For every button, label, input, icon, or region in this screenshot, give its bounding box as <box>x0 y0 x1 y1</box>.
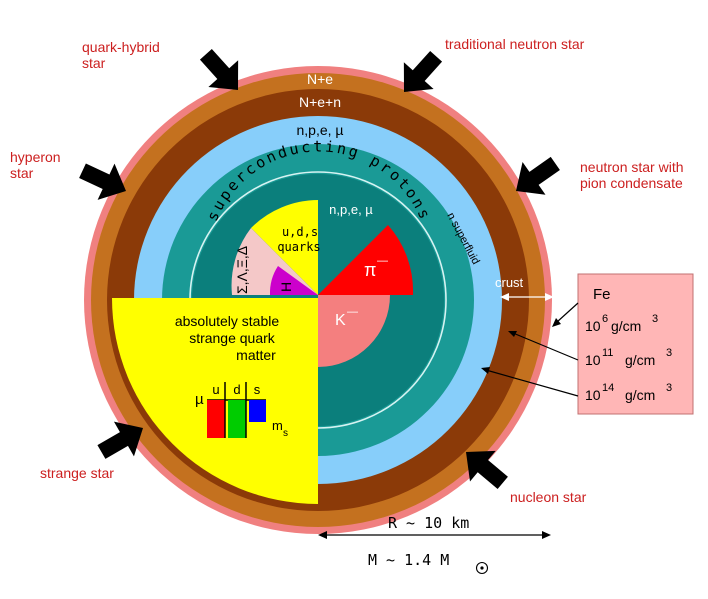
label-strange: strange star <box>40 465 114 481</box>
h-dibaryon-sector <box>269 266 318 295</box>
quark-sector <box>251 200 318 295</box>
density-row-3-unit-exp: 3 <box>666 382 672 394</box>
mu-label: µ <box>195 391 204 408</box>
label-pion-2: pion condensate <box>580 175 683 191</box>
label-kaon-minus: — <box>347 306 358 318</box>
label-quark-hybrid-2: star <box>82 55 106 71</box>
kaon-sector <box>318 295 390 367</box>
quark-flavor-chart: µ u d s m s <box>195 382 288 439</box>
arrow-pion <box>516 156 560 195</box>
label-traditional: traditional neutron star <box>445 36 585 52</box>
star-type-arrows <box>79 48 560 489</box>
mass-label: M ~ 1.4 M <box>368 551 449 569</box>
star-type-labels: quark-hybrid star traditional neutron st… <box>10 36 684 505</box>
density-pointers <box>485 302 579 397</box>
radius-arrow-left <box>318 531 327 539</box>
pointer-fe-head <box>552 318 561 327</box>
pointer-1e11 <box>512 332 579 361</box>
density-row-2-exp: 11 <box>602 347 613 359</box>
strange-matter-text: absolutely stable strange quark matter <box>175 313 280 363</box>
label-pi: π <box>364 260 376 280</box>
sun-symbol-icon <box>475 561 489 575</box>
ms-label: m <box>272 418 283 433</box>
core-sectors <box>231 200 414 367</box>
pointer-1e14 <box>485 369 579 397</box>
label-npe-mu-inner: n,p,e, µ <box>329 202 373 217</box>
density-box-bg <box>577 273 694 415</box>
label-hyperons: Σ,Λ,Ξ,Δ <box>234 246 250 294</box>
u-flavor-label: u <box>212 382 219 397</box>
crust-arrow-left <box>500 293 509 301</box>
sun-symbol-dot <box>480 566 484 570</box>
arrow-hyperon <box>79 163 126 200</box>
arrow-strange <box>97 421 143 459</box>
density-row-3-base: 10 <box>585 387 601 403</box>
label-hyperon-1: hyperon <box>10 149 61 165</box>
density-row-1-unit-exp: 3 <box>652 313 658 325</box>
density-row-1-exp: 6 <box>602 313 608 325</box>
u-quark-bar <box>207 400 225 438</box>
label-pi-minus: — <box>377 255 388 267</box>
d-flavor-label: d <box>233 382 240 397</box>
pion-sector <box>318 225 414 295</box>
label-pion-1: neutron star with <box>580 159 684 175</box>
density-row-3-exp: 14 <box>602 382 614 394</box>
crust-label: crust <box>495 275 524 290</box>
s-flavor-label: s <box>254 382 261 397</box>
label-n-e: N+e <box>307 71 333 87</box>
strange-matter-line-1: absolutely stable <box>175 313 280 329</box>
strange-matter-line-2: strange quark <box>189 330 276 346</box>
density-row-1-base: 10 <box>585 318 601 334</box>
label-hyperon-2: star <box>10 165 34 181</box>
radius-arrow-right <box>542 531 551 539</box>
label-h: H <box>278 282 294 292</box>
density-row-1-unit: g/cm <box>611 318 641 334</box>
radius-label: R ~ 10 km <box>388 514 469 532</box>
pointer-fe <box>556 302 579 323</box>
label-quark-hybrid-1: quark-hybrid <box>82 39 160 55</box>
arrow-quark-hybrid <box>199 48 239 90</box>
arrow-traditional <box>403 50 443 92</box>
label-npe-mu-outer: n,p,e, µ <box>297 122 344 138</box>
crust-arrow-right <box>545 293 554 301</box>
strange-matter-line-3: matter <box>236 347 276 363</box>
density-box: Fe 10 6 g/cm 3 10 11 g/cm 3 10 14 g/cm 3 <box>577 273 694 415</box>
hyperon-sector <box>231 228 318 295</box>
density-row-3-unit: g/cm <box>625 387 655 403</box>
scale-annotation: R ~ 10 km M ~ 1.4 M <box>318 514 551 575</box>
label-uds: u,d,s <box>282 225 318 239</box>
pointer-1e11-head <box>508 331 517 337</box>
density-row-2-base: 10 <box>585 352 601 368</box>
s-quark-bar <box>249 400 266 422</box>
label-quarks: quarks <box>277 240 320 254</box>
label-kaon: K <box>335 312 346 329</box>
ms-subscript: s <box>283 428 288 439</box>
label-n-e-n: N+e+n <box>299 94 341 110</box>
pointer-1e14-head <box>481 367 490 374</box>
density-fe: Fe <box>593 286 611 303</box>
layer-labels: N+e N+e+n <box>299 71 341 110</box>
density-row-2-unit: g/cm <box>625 352 655 368</box>
density-row-2-unit-exp: 3 <box>666 347 672 359</box>
d-quark-bar <box>228 400 246 438</box>
arrow-nucleon <box>466 450 508 489</box>
label-nucleon: nucleon star <box>510 489 587 505</box>
